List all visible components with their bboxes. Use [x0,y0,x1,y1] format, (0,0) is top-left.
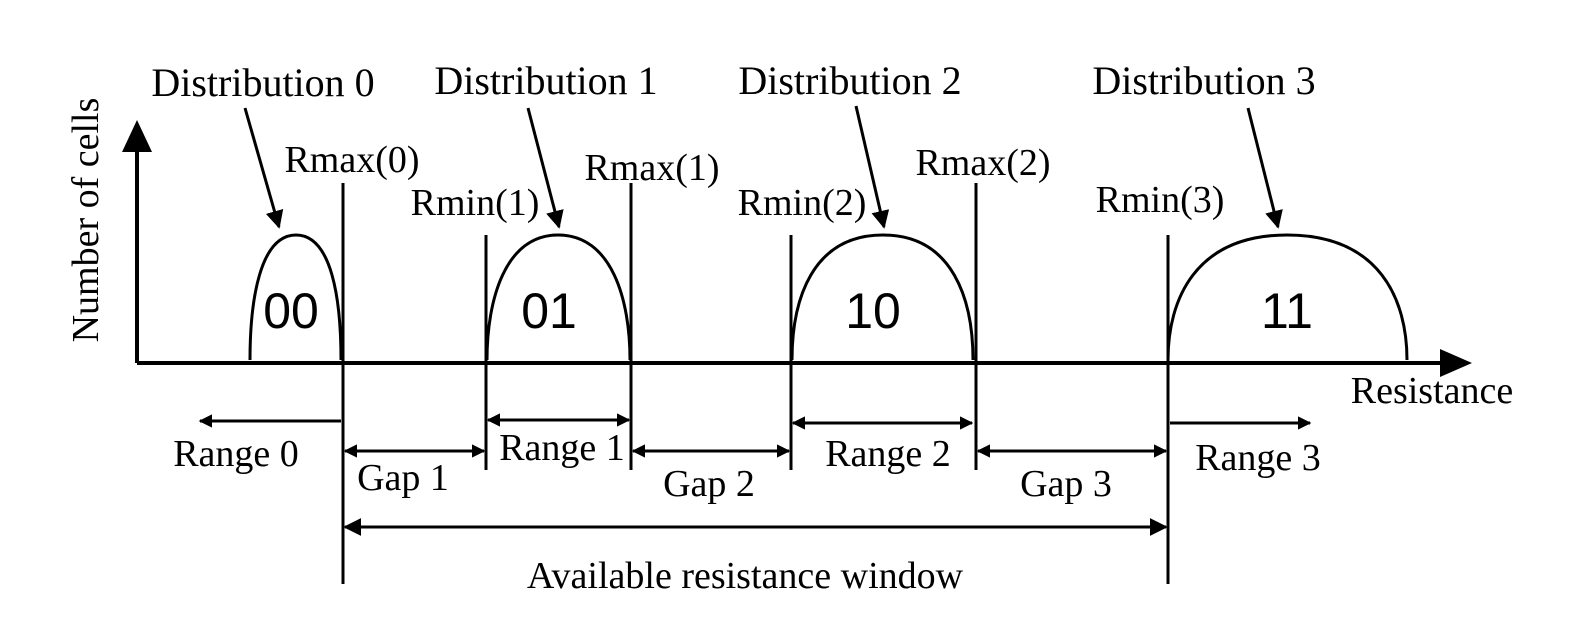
distribution-0-label: Distribution 0 [151,60,374,105]
gap-2-label: Gap 2 [663,463,755,505]
distribution-2-code: 10 [845,283,901,339]
rmin1-label: Rmin(1) [411,182,540,224]
range-0-label: Range 0 [173,433,299,475]
distribution-1-curve [485,233,632,361]
distribution-2-label: Distribution 2 [738,58,961,103]
y-axis-label: Number of cells [65,98,107,343]
range-1-label: Range 1 [499,427,625,469]
gap-3-label: Gap 3 [1020,463,1112,505]
distribution-3-curve [1166,233,1409,361]
distribution-pointers [243,105,1283,229]
distribution-3-label: Distribution 3 [1092,58,1315,103]
rmin2-label: Rmin(2) [738,182,867,224]
distribution-1-code: 01 [521,283,577,339]
range-gap-arrows [198,413,1312,536]
distribution-2-curve [790,233,975,361]
rmin3-label: Rmin(3) [1096,179,1225,221]
distribution-0-code: 00 [263,283,319,339]
rmax2-label: Rmax(2) [915,142,1050,184]
rmax1-label: Rmax(1) [584,147,719,189]
x-axis-arrowhead [1440,349,1472,377]
distribution-2-pointer [854,105,890,229]
gap-1-label: Gap 1 [357,457,449,499]
distribution-1-pointer [526,107,564,229]
distribution-0-pointer [243,107,284,229]
distribution-1-label: Distribution 1 [434,58,657,103]
range-3-label: Range 3 [1195,437,1321,479]
x-axis-label: Resistance [1351,370,1514,412]
distribution-3-code: 11 [1261,283,1313,339]
range-2-label: Range 2 [825,433,951,475]
rmax0-label: Rmax(0) [284,139,419,181]
distribution-0-curve [248,233,343,361]
threshold-lines [341,183,1170,584]
y-axis-arrowhead [122,120,152,152]
distribution-curves [248,233,1409,361]
distribution-3-pointer [1246,107,1283,229]
available-window-label: Available resistance window [527,555,964,597]
